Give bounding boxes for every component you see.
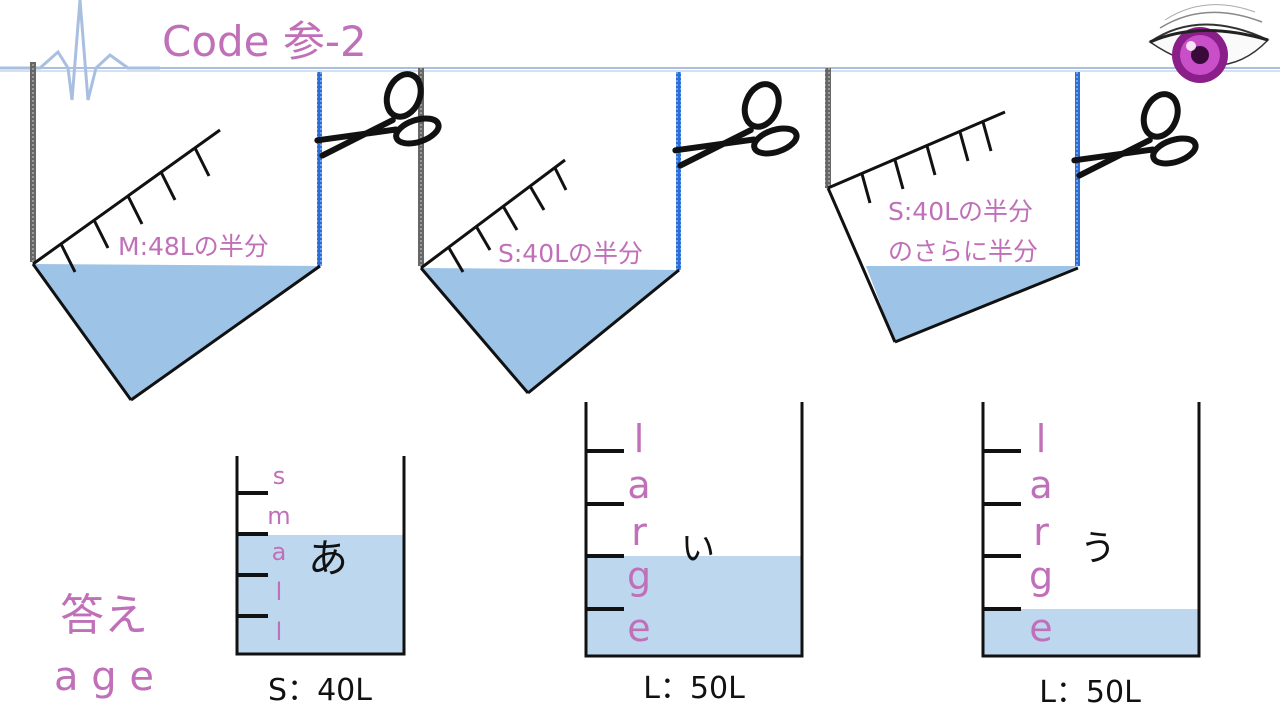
beaker-letter: l [276,618,283,646]
ruler [827,110,1006,190]
beaker-small: s m a l l あ S：40L [235,456,406,708]
beaker-letter: a [272,538,287,566]
beaker-letter: e [1029,606,1052,650]
eye-icon [1148,4,1270,83]
beaker-letter: m [267,502,290,530]
beaker-letter: a [627,463,650,507]
container-wall-left [418,68,424,266]
beaker-letter: s [273,462,286,490]
container-wall-cut [1075,72,1080,266]
beaker-caption: L：50L [643,671,745,706]
beaker-letter: r [1033,510,1049,554]
beaker-caption: L：50L [1039,675,1141,710]
ruler [32,128,221,266]
beaker-caption: S：40L [268,673,372,708]
answer-value: a g e [54,654,154,700]
page-title: Code 参-2 [162,17,367,66]
scissors-icon [1071,91,1199,179]
heartbeat-line-icon [0,0,1280,101]
beaker-water [237,535,404,654]
beaker-letter: a [1029,463,1052,507]
tilted-container-s-quarter: S:40Lの半分 のさらに半分 [825,68,1080,344]
ruler [420,158,566,270]
answer-heading: 答え [60,590,148,641]
scissors-icon [314,71,442,159]
beaker-letter: l [1036,417,1047,461]
container-wall-left [30,62,36,262]
container-label: S:40Lの半分 [498,239,643,268]
beaker-letter: l [276,578,283,606]
container-label-line-2: のさらに半分 [888,237,1038,266]
answer-mark: う [1080,528,1116,569]
tilted-container-s: S:40Lの半分 [418,68,681,395]
beaker-water [586,556,802,655]
tilted-container-m: M:48Lの半分 [30,62,322,402]
container-wall-left [825,68,831,188]
container-wall-cut [676,72,681,270]
container-label-line-1: S:40Lの半分 [888,197,1033,226]
beaker-letter: l [634,417,645,461]
beaker-letter: e [627,606,650,650]
container-label: M:48Lの半分 [118,232,269,261]
beaker-letter: g [1029,554,1053,598]
scissors-icon [672,81,800,169]
answer-mark: あ [308,536,348,582]
beaker-letter: g [627,554,651,598]
beaker-large: l a r g e い L：50L [584,402,804,706]
beaker-large-low: l a r g e う L：50L [981,402,1201,710]
container-wall-cut [317,72,322,266]
answer-mark: い [681,529,715,569]
beaker-water [983,609,1199,655]
beaker-letter: r [631,510,647,554]
